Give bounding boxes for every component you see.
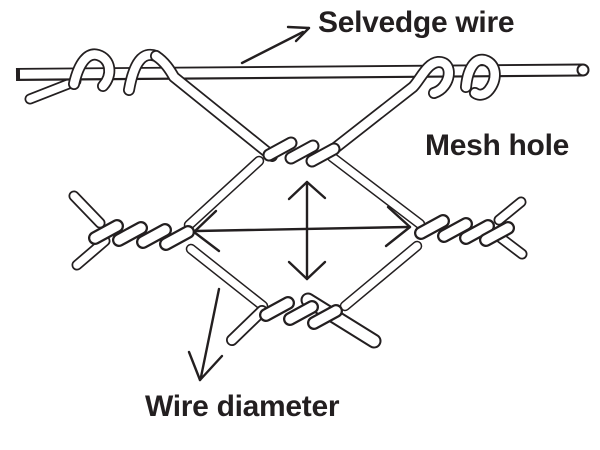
selvedge-wire: [15, 63, 590, 81]
mesh-height-arrow: [287, 180, 327, 281]
wire-diameter-arrow: [187, 287, 224, 382]
selvedge-wire-label: Selvedge wire: [318, 6, 515, 39]
left-twist-joint: [74, 196, 188, 265]
wire-diameter-label: Wire diameter: [145, 390, 340, 423]
center-twist-joint: [269, 143, 334, 161]
right-twist-joint: [421, 202, 522, 254]
mesh-hole-label: Mesh hole: [425, 129, 569, 162]
selvedge-pointer-arrow: [240, 25, 311, 65]
mesh-width-arrow: [192, 205, 412, 253]
